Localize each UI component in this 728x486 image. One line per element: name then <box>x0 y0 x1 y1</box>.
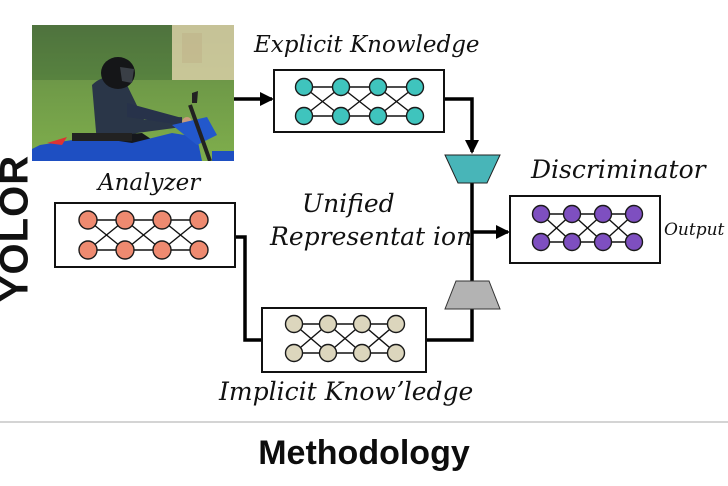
neural-networks <box>78 77 644 363</box>
network-node <box>331 106 351 126</box>
connector-explicit-to-fusion <box>444 97 479 154</box>
explicit-knowledge-label: Explicit Knowledge <box>254 32 480 58</box>
network-node <box>115 240 135 260</box>
network-node <box>115 210 135 230</box>
network-node <box>624 204 644 224</box>
network-node <box>368 106 388 126</box>
footer-title: Methodology <box>258 434 470 472</box>
network-node <box>593 232 613 252</box>
analyzer-network <box>78 210 209 260</box>
network-node <box>152 210 172 230</box>
connector-analyzer-to-implicit <box>235 235 262 342</box>
network-node <box>562 232 582 252</box>
network-node <box>352 314 372 334</box>
network-node <box>331 77 351 97</box>
network-node <box>352 343 372 363</box>
diagram-svg <box>54 69 661 373</box>
implicit-network <box>284 314 406 363</box>
network-node <box>405 77 425 97</box>
network-node <box>78 240 98 260</box>
network-node <box>386 343 406 363</box>
explicit-network <box>294 77 425 126</box>
network-node <box>624 232 644 252</box>
network-node <box>294 106 314 126</box>
unified-label-line1: Unified <box>302 189 395 218</box>
network-node <box>593 204 613 224</box>
network-node <box>318 343 338 363</box>
input-image <box>32 25 234 161</box>
unified-label-line2: Representat ion <box>270 222 473 251</box>
network-node <box>368 77 388 97</box>
network-node <box>405 106 425 126</box>
network-node <box>152 240 172 260</box>
output-label: Output <box>664 220 725 240</box>
section-divider <box>0 421 728 423</box>
discriminator-label: Discriminator <box>531 155 706 184</box>
implicit-fusion-trapezoid <box>444 280 501 310</box>
connector-implicit-to-fusion <box>426 309 474 342</box>
network-node <box>189 240 209 260</box>
implicit-knowledge-label: Implicit Knowʼledge <box>219 377 474 406</box>
analyzer-label: Analyzer <box>98 170 201 196</box>
network-node <box>386 314 406 334</box>
network-node <box>189 210 209 230</box>
network-node <box>284 343 304 363</box>
network-node <box>562 204 582 224</box>
motorcyclist-photo <box>32 25 234 161</box>
network-node <box>294 77 314 97</box>
discriminator-network <box>531 204 644 252</box>
network-node <box>531 204 551 224</box>
network-node <box>78 210 98 230</box>
network-node <box>318 314 338 334</box>
explicit-fusion-trapezoid <box>444 154 501 184</box>
network-node <box>531 232 551 252</box>
network-node <box>284 314 304 334</box>
